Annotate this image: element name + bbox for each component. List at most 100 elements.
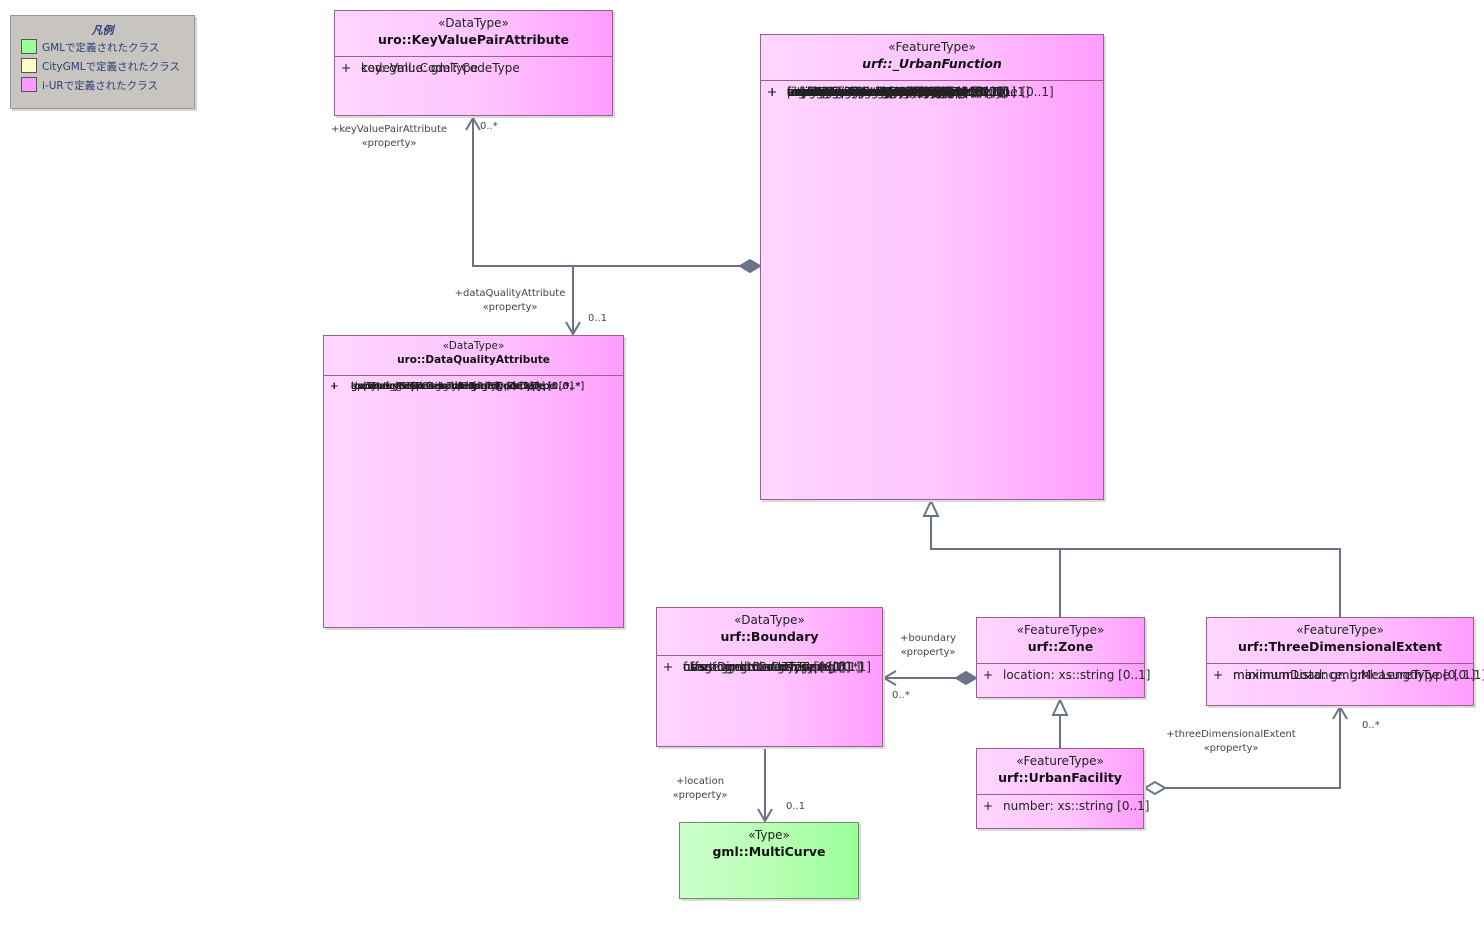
- attribute-list: +number: xs::string [0..1]: [977, 795, 1149, 813]
- class-stereotype: «FeatureType»: [888, 40, 976, 54]
- class-threedimensionalextent[interactable]: «FeatureType» urf::ThreeDimensionalExten…: [1206, 617, 1484, 706]
- attribute-text: validFrom: xs::date [0..1]: [787, 85, 938, 99]
- attribute-visibility: +: [330, 381, 339, 392]
- class-multicurve[interactable]: «Type» gml::MultiCurve: [679, 822, 859, 899]
- attribute-visibility: +: [767, 85, 778, 99]
- class-stereotype: «DataType»: [442, 340, 505, 352]
- attribute-visibility: +: [767, 85, 778, 99]
- attribute-text: appearanceSrcDescLod1: gml::CodeType [0.…: [351, 381, 585, 392]
- legend-label-gml: GMLで定義されたクラス: [42, 42, 160, 54]
- attribute-visibility: +: [767, 85, 778, 99]
- role-name: +threeDimensionalExtent: [1166, 729, 1296, 740]
- attribute-text: offsetDirection: xs::string [0..1]: [683, 660, 871, 674]
- role-name: +boundary: [899, 633, 957, 644]
- attribute-visibility: +: [767, 85, 778, 99]
- attribute-text: function: gml::CodeType [0..*]: [787, 85, 968, 99]
- role-stereotype: «property»: [361, 138, 417, 149]
- class-dataqualityattribute[interactable]: «DataType» uro::DataQualityAttribute + ge…: [323, 335, 624, 628]
- location-arrowhead: [757, 808, 773, 823]
- class-keyvaluepairattribute[interactable]: «DataType» uro::KeyValuePairAttribute +k…: [334, 10, 613, 116]
- attribute-visibility: +: [767, 85, 778, 99]
- role-name: +dataQualityAttribute: [454, 288, 566, 299]
- attribute-text: thematicSrcDesc: gml::CodeType [0..*]: [351, 381, 546, 392]
- class-name: uro::KeyValuePairAttribute: [378, 32, 569, 47]
- attribute-text: validTo: xs::date [0..1]: [787, 85, 921, 99]
- role-name: +location: [675, 776, 725, 787]
- urbanfunction-generalization-triangle: [922, 498, 940, 517]
- class-stereotype: «DataType»: [438, 16, 509, 30]
- attribute-visibility: +: [767, 85, 778, 99]
- role-stereotype: «property»: [900, 647, 956, 658]
- attribute-visibility: +: [663, 660, 674, 674]
- role-stereotype: «property»: [672, 790, 728, 801]
- attribute-visibility: +: [767, 85, 778, 99]
- attribute-visibility: +: [767, 85, 778, 99]
- zone-generalization-triangle: [1051, 697, 1069, 716]
- class-name: uro::DataQualityAttribute: [397, 354, 550, 366]
- attribute-text: city: gml::CodeType [0..1]: [787, 85, 941, 99]
- attribute-text: geometrySrcDescLod3: gml::CodeType [0..*…: [351, 381, 574, 392]
- multiplicity-dataquality: 0..1: [588, 313, 608, 324]
- attribute-visibility: +: [330, 381, 339, 392]
- attribute-visibility: +: [663, 660, 674, 674]
- attribute-text: usage: gml::CodeType [0..*]: [683, 660, 851, 674]
- attribute-text: function: gml::CodeType [0..*]: [683, 660, 864, 674]
- keyvaluepair-arrowhead: [465, 116, 481, 131]
- extent-generalization-line: [1060, 548, 1341, 617]
- attribute-visibility: +: [983, 799, 994, 813]
- keyvaluepair-association-line: [472, 118, 760, 267]
- legend-swatch-citygml: [21, 58, 37, 73]
- class-zone[interactable]: «FeatureType» urf::Zone +location: xs::s…: [976, 617, 1150, 698]
- zone-composition-diamond: [954, 670, 978, 686]
- class-header: «Type» gml::MultiCurve: [680, 823, 858, 869]
- attribute-visibility: +: [330, 381, 339, 392]
- attribute-visibility: +: [330, 381, 339, 392]
- attribute-list: + geometrySrcDescLod0: gml::CodeType [0..…: [324, 376, 623, 392]
- attribute-visibility: +: [767, 85, 778, 99]
- attribute-text: reason: gml:StringOrRefType [0..1]: [787, 85, 996, 99]
- role-label-dataquality: +dataQualityAttribute «property»: [450, 287, 570, 315]
- attribute-visibility: +: [767, 85, 778, 99]
- role-name: +keyValuePairAttribute: [330, 124, 448, 135]
- multiplicity-threedimensionalextent: 0..*: [1362, 720, 1380, 731]
- boundary-arrowhead: [882, 670, 897, 686]
- class-boundary[interactable]: «DataType» urf::Boundary +class: gml::Co…: [656, 607, 883, 747]
- attribute-text: custodian: xs::string [0..1]: [787, 85, 946, 99]
- attribute-text: geometrySrcDescLod1: gml::CodeType [1..*…: [351, 381, 574, 392]
- attribute-visibility: +: [663, 660, 674, 674]
- attribute-text: areaClassificationType: gml::CodeType [0…: [787, 85, 1054, 99]
- attribute-text: legalGrounds: xs::string [0..1]: [787, 85, 967, 99]
- class-urbanfacility[interactable]: «FeatureType» urf::UrbanFacility +number…: [976, 748, 1149, 829]
- class-header: «FeatureType» urf::Zone: [977, 618, 1144, 664]
- attribute-visibility: +: [663, 660, 674, 674]
- legend-swatch-iur: [21, 77, 37, 92]
- class-urbanfunction[interactable]: «FeatureType» urf::_UrbanFunction +class…: [760, 34, 1104, 500]
- role-label-location: +location «property»: [665, 775, 735, 803]
- attribute-text: geometrySrcDescLod0: gml::CodeType [0..*…: [351, 381, 574, 392]
- class-name: urf::Zone: [1027, 639, 1094, 654]
- attribute-text: appearanceSrcDescLod0: gml::CodeType [0.…: [351, 381, 585, 392]
- attribute-list: +class: gml::CodeType [0..1]+function: g…: [761, 81, 1103, 99]
- class-name: urf::ThreeDimensionalExtent: [1238, 639, 1442, 654]
- attribute-visibility: +: [1213, 668, 1224, 682]
- legend-item-gml: GMLで定義されたクラス: [11, 38, 194, 57]
- attribute-visibility: +: [330, 381, 339, 392]
- attribute-text: offset: gml::LengthType [0..1]: [683, 660, 861, 674]
- attribute-visibility: +: [341, 61, 352, 75]
- attribute-text: enactmentFiscalYear: xs::gYear [0..1]: [787, 85, 1009, 99]
- attribute-list: +class: gml::CodeType [0..1]+function: g…: [657, 656, 882, 674]
- attribute-text: tranDataAcquisition: xs::string [0..1]: [351, 381, 534, 392]
- attribute-text: usage: gml::CodeType [0..*]: [787, 85, 955, 99]
- dataquality-arrowhead: [565, 321, 581, 336]
- attribute-visibility: +: [330, 381, 339, 392]
- attribute-text: finalNotificationNumber: xs::string [0..…: [787, 85, 1030, 99]
- class-stereotype: «FeatureType»: [1016, 754, 1104, 768]
- legend-title: 凡例: [91, 24, 114, 37]
- attribute-visibility: +: [767, 85, 778, 99]
- attribute-text: location: xs::string [0..1]: [1003, 668, 1151, 682]
- attribute-visibility: +: [330, 381, 339, 392]
- attribute-visibility: +: [330, 381, 339, 392]
- attribute-text: maximumLoad: gml::MeasureType [0..1]: [1233, 668, 1476, 682]
- extent-association-line: [1165, 707, 1341, 789]
